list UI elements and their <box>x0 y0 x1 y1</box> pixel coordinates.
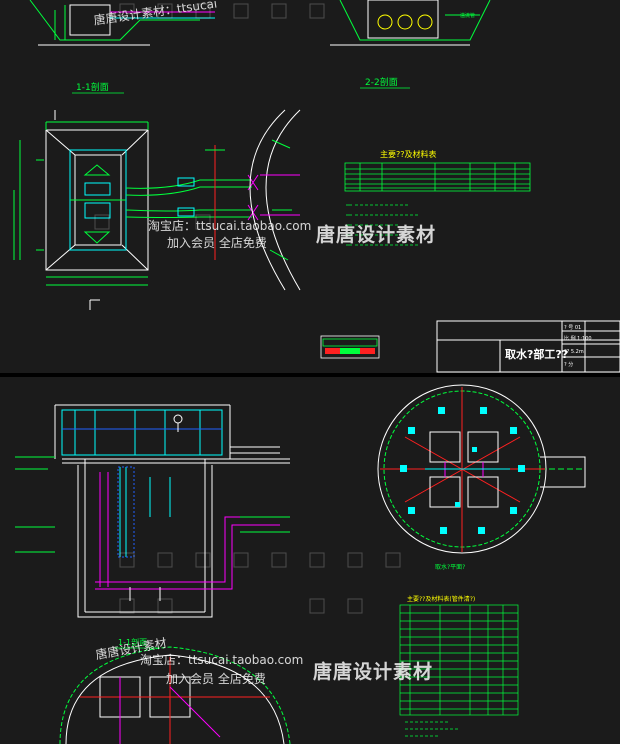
section-1-1-sketch <box>29 0 215 46</box>
svg-text:比 例 1:100: 比 例 1:100 <box>564 335 592 342</box>
table-notes <box>346 204 420 246</box>
intake-well-plan <box>377 384 586 554</box>
svg-text:? 分: ? 分 <box>564 361 573 368</box>
fittings-table-title: 主要??及材料表(管件清?) <box>407 595 475 603</box>
svg-text:? 号 01: ? 号 01 <box>564 325 581 331</box>
watermark-tiles-top <box>94 3 325 230</box>
section-1-1-label: 1-1剖面 <box>76 81 109 93</box>
intake-section-elevation <box>15 404 290 618</box>
bottom-cad-drawing: 1-1剖面 取水?平面? 主要??及材料表( <box>15 384 586 744</box>
watermark-shop-bottom: 淘宝店：ttsucai.taobao.com <box>140 653 304 667</box>
main-materials-table <box>344 162 531 192</box>
materials-table-title: 主要??及材料表 <box>380 149 437 159</box>
fittings-table <box>399 604 519 737</box>
section-2-2-sketch: 溢流管 <box>330 0 491 46</box>
watermark-tiles-bottom <box>119 552 401 614</box>
bottom-drawing-panel: 1-1剖面 取水?平面? 主要??及材料表( <box>0 377 620 744</box>
watermark-brand-top: 唐唐设计素材 <box>316 224 437 246</box>
section-label-bottom: 1-1剖面 <box>118 637 147 647</box>
top-cad-drawing: 溢流管 <box>13 0 620 373</box>
river-bank-curve <box>205 109 301 291</box>
intake-plan-view <box>13 110 259 310</box>
watermark-shop-top: 淘宝店：ttsucai.taobao.com <box>148 219 312 233</box>
watermark-member-top: 加入会员 全店免费 <box>167 236 267 250</box>
plan-fittings <box>400 407 525 534</box>
title-block-values: ? 号 01 比 例 1:100 ?? 5.2m ? 分 <box>564 325 592 368</box>
svg-text:溢流管: 溢流管 <box>460 12 475 19</box>
plan-label: 取水?平面? <box>435 563 465 571</box>
watermark-brand-bottom: 唐唐设计素材 <box>313 661 434 683</box>
svg-text:?? 5.2m: ?? 5.2m <box>564 349 584 355</box>
title-block <box>436 320 620 373</box>
lower-plan-partial <box>59 646 291 744</box>
title-block-name: 取水?部工?? <box>505 347 568 361</box>
legend-box <box>320 335 380 359</box>
section-2-2-label: 2-2剖面 <box>365 76 398 88</box>
watermark-member-bottom: 加入会员 全店免费 <box>166 672 266 686</box>
top-drawing-panel: 溢流管 <box>0 0 620 373</box>
